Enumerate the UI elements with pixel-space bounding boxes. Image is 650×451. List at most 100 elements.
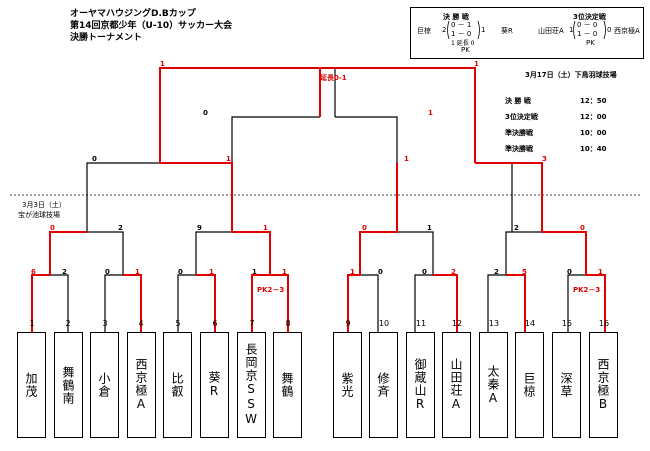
third-place-header: 3位決定戦	[573, 13, 606, 21]
schedule-row-2-label: 3位決定戦	[505, 113, 538, 121]
title-line-3: 決勝トーナメント	[70, 33, 143, 43]
team-name-9: 紫光	[340, 372, 354, 398]
final-score-2: 1	[481, 26, 486, 34]
final-extra-note: 延長0-1	[320, 74, 347, 82]
team-name-6: 葵R	[207, 371, 221, 399]
day2-venue: 宝が池球技場	[18, 211, 60, 219]
team-box-15: 深草	[552, 332, 581, 438]
team-box-8: 舞鶴	[273, 332, 302, 438]
team-box-5: 比叡	[163, 332, 192, 438]
team-box-2: 舞鶴南	[54, 332, 83, 438]
team-number-16: 16	[598, 319, 610, 328]
final-score-left: 1	[160, 60, 165, 68]
r1-score-6: 1	[209, 268, 214, 276]
team-name-3: 小倉	[97, 372, 111, 398]
team-name-5: 比叡	[170, 372, 184, 398]
r1-score-16: 1	[598, 268, 603, 276]
schedule-row-2-time: 12：00	[580, 113, 607, 121]
team-number-12: 12	[451, 319, 463, 328]
final-header: 決 勝 戦	[443, 13, 469, 21]
team-name-11: 御蔵山R	[413, 358, 427, 412]
team-box-4: 西京極A	[127, 332, 156, 438]
schedule-row-4-label: 準決勝戦	[505, 145, 533, 153]
team-box-13: 太秦A	[479, 332, 508, 438]
team-number-11: 11	[415, 319, 427, 328]
r2-score-8: 0	[580, 224, 585, 232]
team-number-6: 6	[212, 319, 218, 328]
tournament-title: オーヤマハウジングD.Bカップ 第14回京都少年（U-10）サッカー大会 決勝ト…	[70, 8, 232, 44]
r1-score-11: 0	[422, 268, 427, 276]
r2-score-6: 1	[427, 224, 432, 232]
final-half-1: 0 － 1	[451, 21, 472, 29]
team-number-8: 8	[285, 319, 291, 328]
schedule-row-4-time: 10：40	[580, 145, 607, 153]
r2-score-1: 0	[50, 224, 55, 232]
r1-score-2: 2	[62, 268, 67, 276]
title-line-1: オーヤマハウジングD.Bカップ	[70, 9, 196, 19]
team-box-6: 葵R	[200, 332, 229, 438]
team-name-13: 太秦A	[486, 364, 500, 406]
team-name-10: 修斉	[376, 372, 390, 398]
schedule-row-3-label: 準決勝戦	[505, 129, 533, 137]
final-team-2: 葵R	[501, 27, 513, 35]
team-box-16: 西京極B	[589, 332, 618, 438]
third-half-2: 1 － 0	[577, 30, 598, 38]
team-number-1: 1	[29, 319, 35, 328]
r1-score-4: 1	[135, 268, 140, 276]
team-name-14: 巨椋	[522, 372, 536, 398]
r1-score-3: 0	[105, 268, 110, 276]
team-box-10: 修斉	[369, 332, 398, 438]
r2-score-4: 1	[263, 224, 268, 232]
team-name-1: 加茂	[24, 372, 38, 398]
day2-date: 3月3日（土）	[22, 201, 66, 209]
team-name-4: 西京極A	[134, 358, 148, 412]
schedule-row-1-label: 決 勝 戦	[505, 97, 531, 105]
r1-score-5: 0	[178, 268, 183, 276]
team-number-14: 14	[524, 319, 536, 328]
pk-note-right: PK2－3	[573, 286, 601, 294]
qf-score-4: 3	[542, 155, 547, 163]
r1-score-12: 2	[451, 268, 456, 276]
team-number-13: 13	[488, 319, 500, 328]
schedule-row-3-time: 10：00	[580, 129, 607, 137]
team-box-1: 加茂	[17, 332, 46, 438]
third-team-1: 山田荘A	[538, 27, 564, 35]
team-number-4: 4	[138, 319, 144, 328]
r1-score-14: 5	[522, 268, 527, 276]
r1-score-1: 6	[31, 268, 36, 276]
r1-score-15: 0	[567, 268, 572, 276]
final-team-1: 巨椋	[417, 27, 431, 35]
r1-score-9: 1	[350, 268, 355, 276]
r2-score-5: 0	[362, 224, 367, 232]
qf-score-1: 0	[92, 155, 97, 163]
sf-score-2: 1	[428, 109, 433, 117]
final-half-2: 1 － 0	[451, 30, 472, 38]
final-score-right: 1	[474, 60, 479, 68]
schedule-date-venue: 3月17日（土）下鳥羽球技場	[525, 71, 617, 79]
team-box-11: 御蔵山R	[406, 332, 435, 438]
team-number-3: 3	[102, 319, 108, 328]
team-box-12: 山田荘A	[442, 332, 471, 438]
team-box-7: 長岡京SSW	[237, 332, 266, 438]
r1-score-7: 1	[252, 268, 257, 276]
final-score-1: 2	[442, 26, 447, 34]
team-number-7: 7	[249, 319, 255, 328]
results-box: 決 勝 戦 3位決定戦 巨椋 2 0 － 1 1 － 0 1 延長 0 PK 1…	[410, 7, 644, 59]
third-score-2: 0	[607, 26, 612, 34]
team-number-9: 9	[345, 319, 351, 328]
final-pk-label: PK	[461, 46, 470, 54]
r1-score-8: 1	[282, 268, 287, 276]
team-box-9: 紫光	[333, 332, 362, 438]
qf-score-2: 1	[226, 155, 231, 163]
qf-score-3: 1	[404, 155, 409, 163]
team-box-3: 小倉	[90, 332, 119, 438]
team-number-15: 15	[561, 319, 573, 328]
r1-score-13: 2	[494, 268, 499, 276]
third-half-1: 0 － 0	[577, 21, 598, 29]
third-score-1: 1	[569, 26, 574, 34]
pk-note-left: PK2－3	[257, 286, 285, 294]
r2-score-7: 2	[514, 224, 519, 232]
team-name-12: 山田荘A	[449, 358, 463, 412]
team-name-8: 舞鶴	[280, 372, 294, 398]
